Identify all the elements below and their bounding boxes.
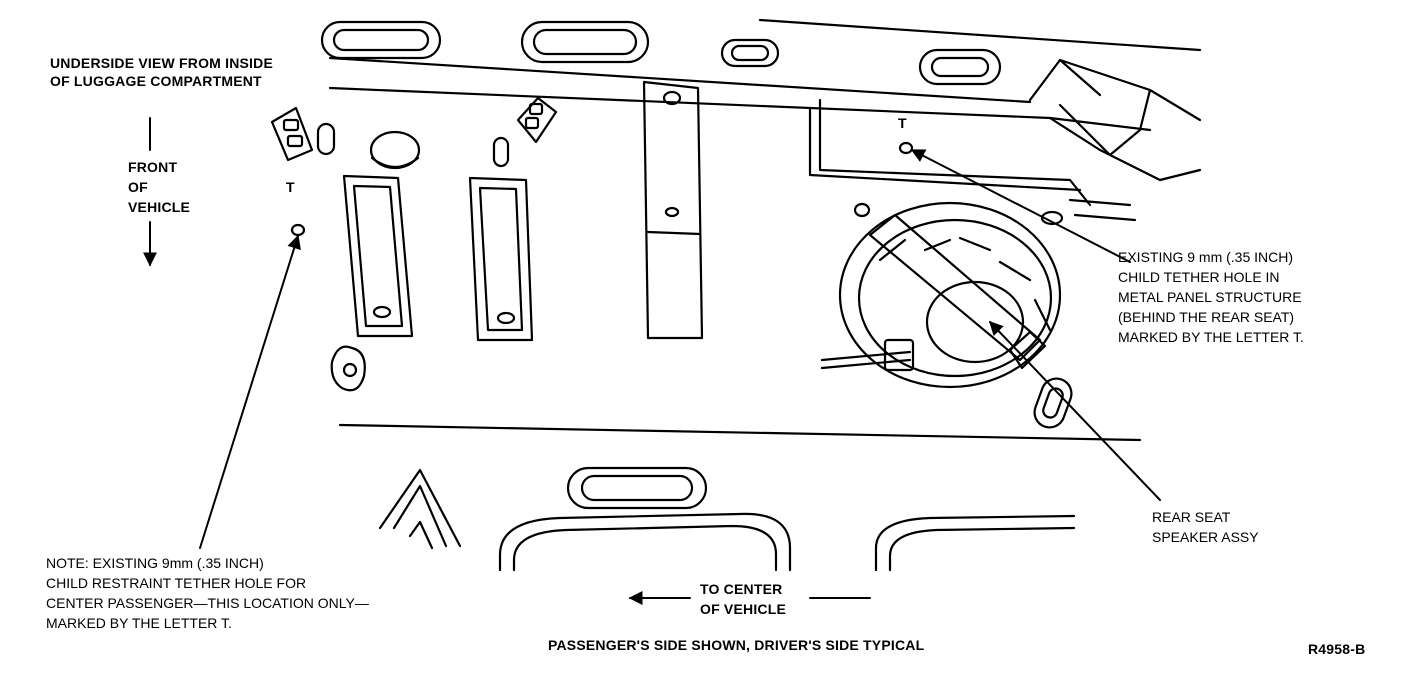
tether-mark-right: T xyxy=(898,115,914,155)
speaker-callout: REAR SEAT SPEAKER ASSY xyxy=(1152,509,1259,545)
speaker-line-2: SPEAKER ASSY xyxy=(1152,529,1259,545)
note-leader-line xyxy=(199,234,301,549)
figure-id: R4958-B xyxy=(1308,641,1365,657)
to-center-line-1: TO CENTER xyxy=(700,581,782,597)
tether-hole-right xyxy=(898,141,914,155)
note-callout: NOTE: EXISTING 9mm (.35 INCH) CHILD REST… xyxy=(46,555,369,631)
existing-hole-line-4: (BEHIND THE REAR SEAT) xyxy=(1118,309,1294,325)
view-title: UNDERSIDE VIEW FROM INSIDE OF LUGGAGE CO… xyxy=(50,55,273,89)
existing-hole-line-5: MARKED BY THE LETTER T. xyxy=(1118,329,1304,345)
note-line-4: MARKED BY THE LETTER T. xyxy=(46,615,232,631)
figure-caption: PASSENGER'S SIDE SHOWN, DRIVER'S SIDE TY… xyxy=(548,637,925,653)
rear-seat-speaker-assembly xyxy=(820,201,1073,429)
to-center-label: TO CENTER OF VEHICLE xyxy=(700,581,786,617)
tether-letter-right: T xyxy=(898,115,907,131)
existing-hole-line-2: CHILD TETHER HOLE IN xyxy=(1118,269,1280,285)
speaker-leader-line xyxy=(989,320,1161,501)
rear-seat-openings xyxy=(378,466,1076,572)
panel-outline xyxy=(328,18,1202,442)
view-title-line-2: OF LUGGAGE COMPARTMENT xyxy=(50,73,262,89)
view-title-line-1: UNDERSIDE VIEW FROM INSIDE xyxy=(50,55,273,71)
note-line-2: CHILD RESTRAINT TETHER HOLE FOR xyxy=(46,575,306,591)
speaker-line-1: REAR SEAT xyxy=(1152,509,1231,525)
front-label-line-3: VEHICLE xyxy=(128,199,190,215)
existing-hole-callout: EXISTING 9 mm (.35 INCH) CHILD TETHER HO… xyxy=(1118,249,1304,345)
top-oval-openings xyxy=(320,20,1002,86)
to-center-line-2: OF VEHICLE xyxy=(700,601,786,617)
existing-hole-line-3: METAL PANEL STRUCTURE xyxy=(1118,289,1302,305)
tether-mark-left: T xyxy=(286,179,306,237)
front-of-vehicle-label: FRONT OF VEHICLE xyxy=(128,159,190,215)
leader-lines xyxy=(143,117,1161,605)
existing-hole-leader-line xyxy=(910,149,1131,263)
note-line-3: CENTER PASSENGER—THIS LOCATION ONLY— xyxy=(46,595,369,611)
existing-hole-line-1: EXISTING 9 mm (.35 INCH) xyxy=(1118,249,1293,265)
front-label-line-1: FRONT xyxy=(128,159,177,175)
note-line-1: NOTE: EXISTING 9mm (.35 INCH) xyxy=(46,555,264,571)
front-label-line-2: OF xyxy=(128,179,148,195)
tether-letter-left: T xyxy=(286,179,295,195)
tether-hole-left xyxy=(290,223,306,237)
left-panel-components xyxy=(270,80,704,392)
